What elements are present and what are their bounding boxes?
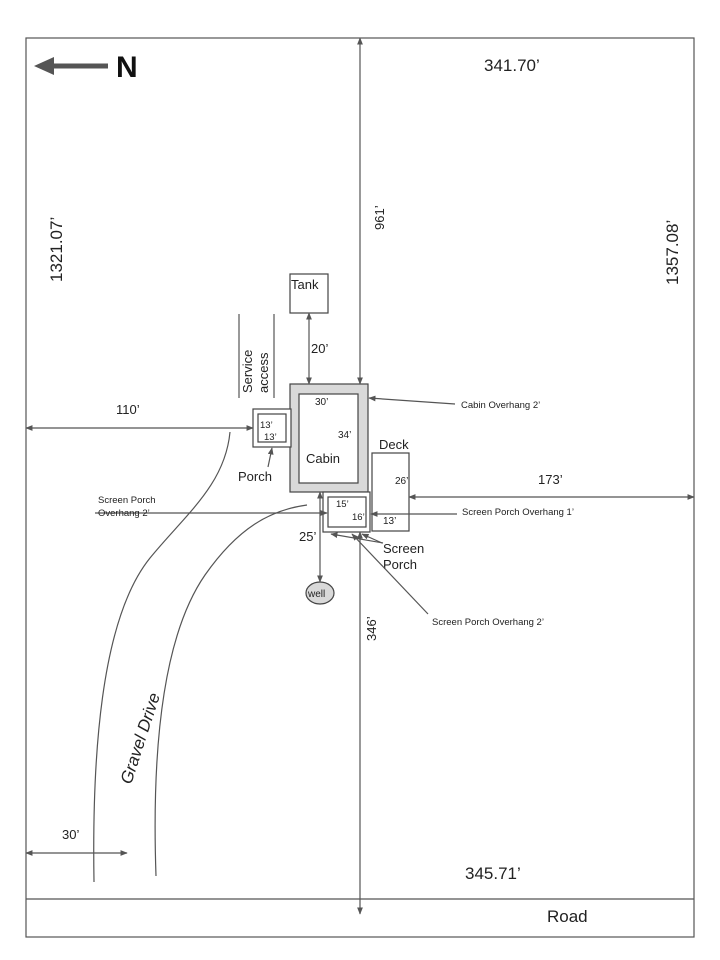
boundary-left: 1321.07’ [47,217,66,282]
cabin [298,393,359,484]
well-label: well [307,589,325,600]
gravel-drive-edge-east [154,504,308,877]
deck-dim-13: 13’ [383,516,396,527]
cabin-dim-30: 30’ [315,397,328,408]
porch-dim-13a: 13’ [260,420,273,431]
tank-label: Tank [291,277,319,292]
cabin-overhang-leader [368,395,456,405]
dim-west-110: 110’ [116,402,140,417]
screen-porch-dim-15: 15’ [336,499,349,510]
screen-porch [327,496,367,528]
screen-porch-label-2: Porch [383,557,417,572]
north-label: N [116,51,138,84]
dim-well-25: 25’ [299,529,316,544]
road-label: Road [547,907,588,926]
north-arrow-icon [34,57,108,75]
porch-inner [257,413,287,443]
deck-dim-26: 26’ [395,476,408,487]
service-access-line1: Service [240,350,255,393]
screen-porch-dim-16: 16’ [352,512,365,523]
deck-label: Deck [379,437,409,452]
dim-north-961: 961’ [372,205,387,230]
cabin-overhang-note: Cabin Overhang 2’ [461,400,540,411]
dim-corner-30: 30’ [62,827,79,842]
dim-tank-20: 20’ [311,341,328,356]
porch-label: Porch [238,469,272,484]
cabin-label: Cabin [306,451,340,466]
cabin-dim-34: 34’ [338,430,351,441]
boundary-top: 341.70’ [484,56,540,75]
gravel-drive-edge-west [93,431,231,883]
service-access-line2: access [256,352,271,393]
screen-overhang-2-note: Screen Porch Overhang 2’ [432,617,544,628]
porch-leader [267,447,274,468]
boundary-right: 1357.08’ [663,220,682,285]
porch-dim-13b: 13’ [264,432,277,443]
screen-overhang-left-note-1: Screen Porch [98,495,156,506]
dim-east-173: 173’ [538,472,563,487]
screen-overhang-2-leader [351,533,429,615]
boundary-bottom: 345.71’ [465,864,521,883]
dim-south-346: 346’ [364,616,379,641]
deck [371,452,410,532]
screen-porch-label-leader-1 [361,533,383,544]
screen-overhang-left-note-2: Overhang 2’ [98,508,150,519]
screen-overhang-1-note: Screen Porch Overhang 1’ [462,507,574,518]
screen-porch-label-1: Screen [383,541,424,556]
